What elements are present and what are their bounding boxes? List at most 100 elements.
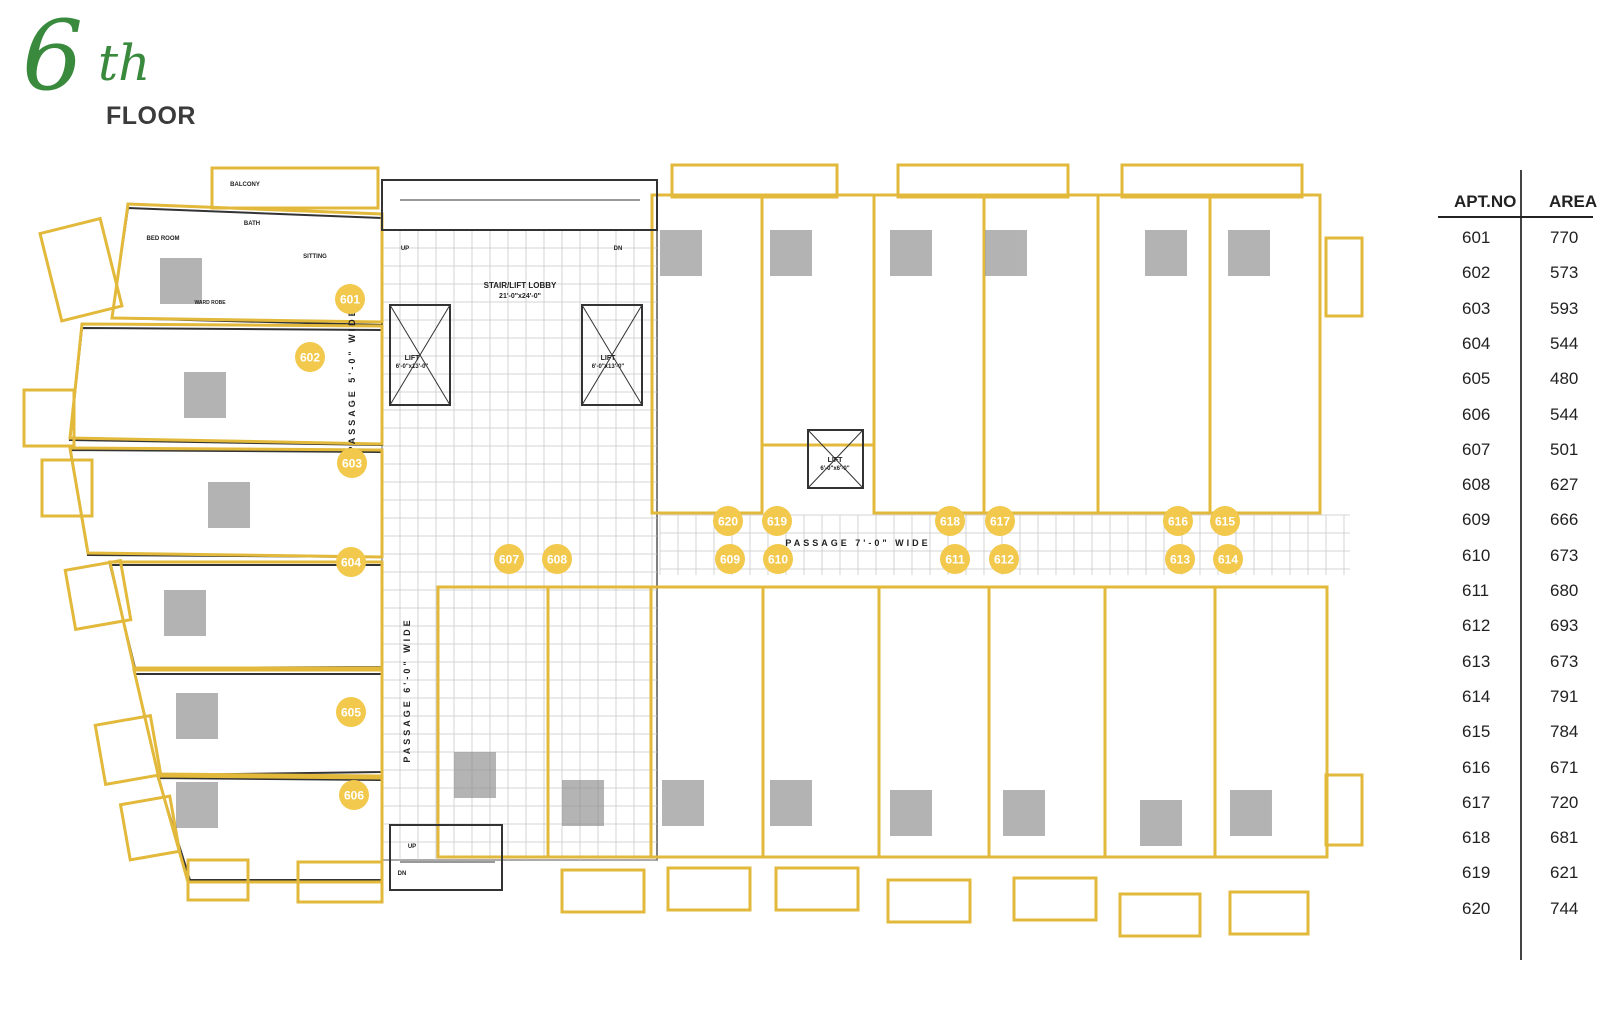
apt-marker-circle xyxy=(542,544,572,574)
apt-marker-circle xyxy=(295,342,325,372)
lobby-dim: 21'-0"x24'-0" xyxy=(499,293,541,300)
bed-block xyxy=(770,780,812,826)
apt-marker-label: 616 xyxy=(1168,515,1188,529)
bed-block xyxy=(208,482,250,528)
apt-number: 604 xyxy=(1462,333,1491,353)
table-row: 609 666 xyxy=(1438,510,1593,540)
apt-marker-label: 610 xyxy=(768,553,788,567)
apt-marker-label: 611 xyxy=(945,553,965,567)
apt-marker-label: 619 xyxy=(767,515,787,529)
apt-area: 673 xyxy=(1550,545,1579,565)
apt-marker-circle xyxy=(336,697,366,727)
lift-1 xyxy=(389,304,451,406)
lift-2 xyxy=(581,304,643,406)
apt-marker-619: 619 xyxy=(762,506,792,536)
apt-marker-608: 608 xyxy=(542,544,572,574)
lift-3 xyxy=(807,429,864,489)
apt-marker-617: 617 xyxy=(985,506,1015,536)
apt-marker-label: 618 xyxy=(940,515,960,529)
bath-label: BATH xyxy=(244,221,260,227)
apt-number: 603 xyxy=(1462,298,1491,318)
apt-marker-label: 601 xyxy=(340,293,360,307)
bed-room-label: BED ROOM xyxy=(147,236,180,242)
apt-marker-618: 618 xyxy=(935,506,965,536)
apt-marker-circle xyxy=(989,544,1019,574)
plan-labels: STAIR/LIFT LOBBY 21'-0"x24'-0" LIFT 6'-0… xyxy=(147,182,930,877)
apt-marker-610: 610 xyxy=(763,544,793,574)
apt-marker-label: 614 xyxy=(1218,553,1238,567)
apt-number: 609 xyxy=(1462,510,1491,530)
apt-number: 614 xyxy=(1462,686,1491,706)
apartment-outlines xyxy=(22,163,1364,938)
apt-area: 770 xyxy=(1550,228,1579,247)
ward-robe-label: WARD ROBE xyxy=(194,300,226,306)
apt-marker-label: 620 xyxy=(718,515,738,529)
apt-marker-circle xyxy=(1213,544,1243,574)
apt-area: 593 xyxy=(1550,298,1579,318)
bed-block xyxy=(1230,790,1272,836)
sitting-label: SITTING xyxy=(303,254,327,260)
table-row: 605 480 xyxy=(1438,369,1593,399)
apt-marker-label: 602 xyxy=(300,351,320,365)
bed-block xyxy=(164,590,206,636)
bed-block xyxy=(890,230,932,276)
apt-marker-614: 614 xyxy=(1213,544,1243,574)
bed-block xyxy=(770,230,812,276)
passage-horizontal: PASSAGE 7'-0" WIDE xyxy=(785,538,930,548)
apt-marker-604: 604 xyxy=(336,547,366,577)
apt-area: 480 xyxy=(1550,369,1579,389)
apt-number: 618 xyxy=(1462,828,1491,848)
apt-area: 666 xyxy=(1550,510,1579,530)
balcony-label: BALCONY xyxy=(230,182,260,188)
bed-block xyxy=(985,230,1027,276)
apt-marker-circle xyxy=(940,544,970,574)
apt-number: 608 xyxy=(1462,475,1491,495)
table-row: 604 544 xyxy=(1438,334,1593,364)
apt-area: 501 xyxy=(1550,439,1579,459)
apt-marker-circle xyxy=(1163,506,1193,536)
floor-suffix: th xyxy=(98,34,151,92)
stair-2-up-label: UP xyxy=(408,844,416,850)
apt-marker-circle xyxy=(762,506,792,536)
apt-number: 605 xyxy=(1462,369,1491,389)
bed-block xyxy=(660,230,702,276)
table-row: 603 593 xyxy=(1438,299,1593,329)
stair-dn-label: DN xyxy=(614,246,623,252)
bed-block xyxy=(1140,800,1182,846)
apt-area: 544 xyxy=(1550,333,1579,353)
apt-marker-circle xyxy=(763,544,793,574)
apt-area: 784 xyxy=(1550,722,1579,742)
apt-number: 620 xyxy=(1462,898,1491,918)
apt-marker-label: 613 xyxy=(1170,553,1190,567)
apt-marker-616: 616 xyxy=(1163,506,1193,536)
apt-marker-label: 609 xyxy=(720,553,740,567)
apt-marker-circle xyxy=(715,544,745,574)
table-divider xyxy=(1520,170,1522,960)
apt-number: 611 xyxy=(1462,581,1490,600)
col-apt-header: APT.NO xyxy=(1454,192,1517,211)
apt-marker-607: 607 xyxy=(494,544,524,574)
apt-area: 693 xyxy=(1550,616,1579,636)
bed-block xyxy=(160,258,202,304)
apt-area: 673 xyxy=(1550,651,1579,671)
bed-block xyxy=(176,693,218,739)
lift-3-label: LIFT xyxy=(828,457,843,464)
apt-marker-circle xyxy=(494,544,524,574)
apt-marker-605: 605 xyxy=(336,697,366,727)
apt-area: 671 xyxy=(1550,757,1579,777)
apt-number: 619 xyxy=(1462,863,1491,883)
apt-marker-609: 609 xyxy=(715,544,745,574)
apt-marker-label: 617 xyxy=(990,515,1010,529)
apt-area: 573 xyxy=(1550,263,1579,283)
apt-marker-label: 608 xyxy=(547,553,567,567)
